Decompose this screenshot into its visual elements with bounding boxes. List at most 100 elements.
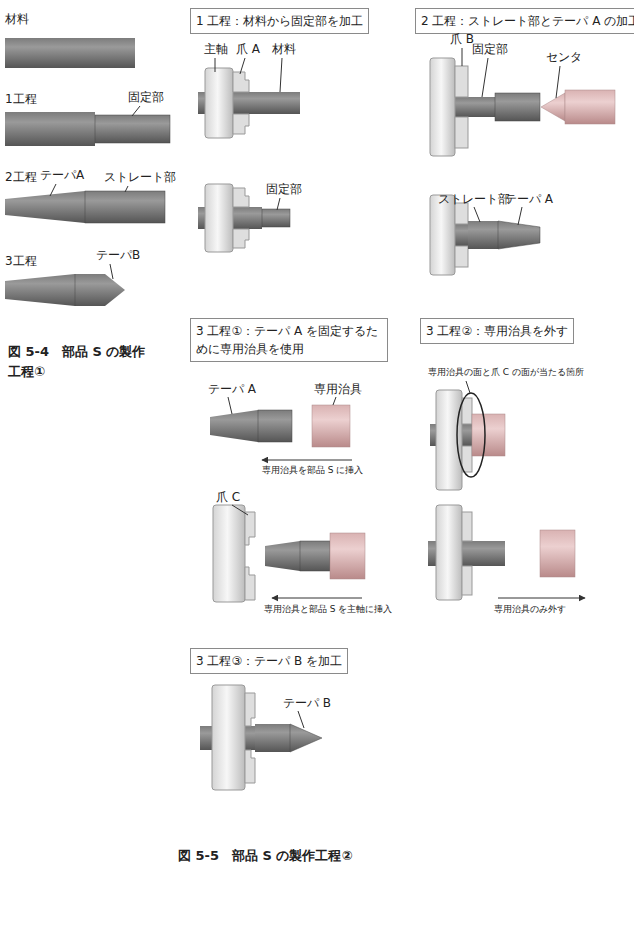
straight-part: [258, 410, 292, 442]
leader-line: [277, 198, 280, 210]
taper-a: [210, 410, 258, 442]
step-heading-box: 1 工程：材料から固定部を加工: [190, 8, 369, 34]
insert-arrow: [262, 460, 352, 461]
part-label: 専用治具を部品 S に挿入: [262, 464, 363, 476]
part-label: テーパ A: [208, 382, 256, 397]
part-label: センタ: [546, 50, 582, 65]
tailstock-center: [565, 90, 615, 124]
straight-part: [255, 724, 290, 752]
center-cone: [541, 93, 565, 121]
step-heading-text: 1 工程：材料から固定部を加工: [196, 12, 363, 30]
step-heading-text: 3 工程①：テーパ A を固定するために専用治具を使用: [196, 322, 382, 358]
leader-line: [215, 58, 216, 72]
part-label: 固定部: [128, 90, 164, 105]
step-heading-box: 3 工程②：専用治具を外す: [420, 318, 574, 344]
fixed-part: [95, 115, 170, 143]
leader-line: [556, 66, 560, 98]
figure-caption: 図 5-5 部品 S の製作工程②: [178, 846, 352, 866]
leader-line: [298, 711, 304, 728]
leader-line: [333, 397, 336, 405]
part-label: 固定部: [266, 182, 302, 197]
part-label: テーパ A: [505, 192, 553, 207]
jaw-a: [233, 229, 249, 248]
step-heading-box: 2 工程：ストレート部とテーパ A の加工: [415, 8, 634, 34]
material-bar: [495, 93, 540, 121]
part-label: 爪 C: [216, 490, 240, 505]
leader-line: [232, 505, 248, 515]
part-label: 主軸: [204, 42, 228, 57]
spindle: [213, 505, 245, 602]
part-label: 爪 A: [236, 42, 260, 57]
remove-arrow: [498, 598, 585, 599]
jaw-c: [462, 446, 472, 472]
special-jig: [330, 533, 365, 579]
part-label: 専用治具の面と爪 C の面が当たる箇所: [428, 366, 584, 378]
leader-line: [228, 397, 232, 414]
special-jig: [312, 405, 350, 447]
taper-b: [290, 724, 322, 752]
jaw-a: [233, 188, 249, 207]
step-heading-box: 3 工程③：テーパ B を加工: [190, 648, 348, 674]
jaw-c: [245, 693, 255, 726]
step-heading-text: 3 工程②：専用治具を外す: [426, 322, 568, 340]
jaw-a: [233, 114, 249, 134]
part-label: テーパ B: [283, 696, 331, 711]
straight-part: [85, 191, 165, 223]
spindle: [436, 505, 462, 600]
taper-b-part: [5, 274, 125, 306]
spindle: [212, 685, 245, 790]
part-label: ストレート部: [104, 170, 176, 185]
spindle: [430, 195, 455, 275]
jaw-b: [455, 246, 468, 267]
jaw-c: [462, 566, 472, 595]
jaw-c: [462, 398, 472, 424]
special-jig: [472, 414, 505, 456]
part-label: 専用治具のみ外す: [494, 603, 566, 615]
leader-line: [462, 48, 463, 66]
part-label: ストレート部: [438, 192, 510, 207]
leader-line: [50, 184, 56, 196]
spindle: [205, 68, 233, 138]
leader-line: [474, 207, 480, 222]
part-label: 固定部: [472, 42, 508, 57]
jaw-b: [455, 117, 468, 148]
leader-line: [518, 207, 522, 225]
leader-line: [110, 264, 113, 279]
part-label: 1工程: [5, 92, 37, 107]
insert-arrow: [272, 598, 362, 599]
step-heading-text: 2 工程：ストレート部とテーパ A の加工: [421, 12, 634, 30]
jaw-c: [245, 750, 255, 783]
taper-a: [498, 221, 540, 249]
part-bar: [5, 112, 95, 146]
leader-line: [466, 381, 470, 393]
part-label: テーパA: [40, 168, 84, 183]
edge-line: [75, 274, 76, 306]
step-heading-box: 3 工程①：テーパ A を固定するために専用治具を使用: [190, 318, 388, 362]
part-label: 材料: [5, 12, 29, 27]
jaw-c: [462, 512, 472, 541]
jaw-b: [455, 66, 468, 97]
leader-line: [240, 58, 245, 74]
step-heading-text: 3 工程③：テーパ B を加工: [196, 652, 342, 670]
leader-line: [482, 58, 488, 97]
spindle: [436, 390, 462, 490]
straight-part: [468, 221, 498, 249]
leader-line: [125, 186, 128, 192]
part-label: テーパB: [96, 248, 140, 263]
jaw-c: [245, 512, 255, 545]
taper-a: [5, 191, 85, 223]
leader-line: [132, 106, 140, 116]
taper-a: [265, 541, 300, 571]
jaw-c: [245, 567, 255, 600]
raw-bar: [5, 38, 135, 68]
spindle: [430, 58, 455, 156]
contact-circle: [457, 393, 485, 477]
part-label: 専用治具: [314, 382, 362, 397]
jaw-b: [455, 203, 468, 224]
jaw-a: [233, 72, 249, 92]
part-label: 材料: [272, 42, 296, 57]
part-label: 爪 B: [450, 32, 474, 47]
part-label: 専用治具と部品 S を主軸に挿入: [264, 603, 392, 615]
leader-line: [280, 58, 282, 92]
